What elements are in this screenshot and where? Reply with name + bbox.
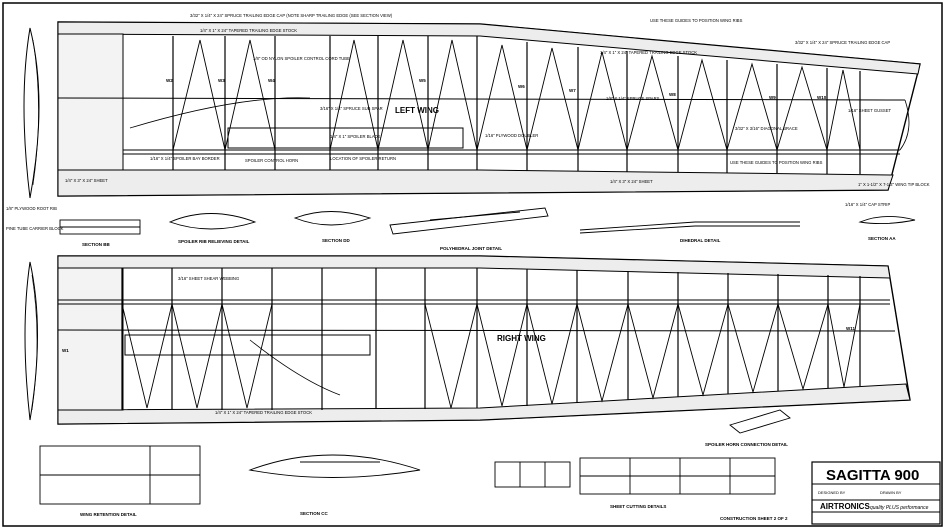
label-shear-webbing: 3/16" SHEET SHEAR WEBBING [178, 276, 239, 281]
title-polyhedral: POLYHEDRAL JOINT DETAIL [440, 246, 502, 251]
label-left-wing: LEFT WING [395, 106, 439, 115]
rib-numbers: W2 W3 W4 W5 W6 W7 W8 W9 W10 W1 W11 [62, 78, 856, 353]
title-section-bb: SECTION BB [82, 242, 111, 247]
label-tapered-stock-bottom: 1/4" X 1" X 24" TAPERED TRAILING EDGE ST… [215, 410, 312, 415]
label-guides-top: USE THESE GUIDES TO POSITION WING RIBS [650, 18, 743, 23]
left-wing-panel [57, 21, 921, 197]
rib-label-w9: W9 [769, 95, 776, 100]
title-dihedral: DIHEDRAL DETAIL [680, 238, 721, 243]
rib-label-w6: W6 [518, 84, 525, 89]
label-gusset: 1/16" SHEET GUSSET [848, 108, 892, 113]
title-section-aa: SECTION AA [868, 236, 896, 241]
label-spoiler-blade: 1/4" X 1" SPOILER BLADE [330, 134, 381, 139]
title-block-tagline: quality PLUS performance [870, 505, 929, 511]
label-root-rib: 1/8" PLYWOOD ROOT RIB [6, 206, 57, 211]
label-spoiler-horn: SPOILER CONTROL HORN [245, 158, 298, 163]
title-block-designed: DESIGNED BY [818, 490, 846, 495]
label-cap-strip: 1/16" X 1/4" CAP STRIP [845, 202, 890, 207]
title-section-dd: SECTION DD [322, 238, 351, 243]
label-spoiler-return: LOCATION OF SPOILER RETURN [330, 156, 396, 161]
left-wing-diagonals [172, 39, 861, 152]
right-spoiler-bay [124, 334, 371, 356]
title-block-name: SAGITTA 900 [826, 467, 919, 484]
right-wing-ribs [121, 268, 861, 410]
label-diagonal-brace: 3/32" X 3/16" DIAGONAL BRACE [735, 126, 798, 131]
rib-label-w5: W5 [419, 78, 426, 83]
title-block-brand: AIRTRONICS [820, 502, 870, 511]
rib-label-w11: W11 [846, 326, 856, 331]
label-le-stock-right: 1/4" X 3" X 24" SHEET [610, 179, 653, 184]
title-block-drawn: DRAWN BY [880, 490, 902, 495]
label-tube-carrier: PINE TUBE CARRIER BLOCK [6, 226, 64, 231]
label-te-cap-top: 3/32" X 1/4" X 24" SPRUCE TRAILING EDGE … [190, 13, 393, 18]
rib-label-w8: W8 [669, 92, 676, 97]
label-tip-block: 1" X 1-1/2" X 7-1/2" WING TIP BLOCK [858, 182, 930, 187]
right-wing-panel [57, 255, 911, 425]
label-le-stock-left: 1/4" X 3" X 24" SHEET [65, 178, 108, 183]
right-wing-diagonals [121, 302, 861, 409]
label-plywood-doubler: 1/16" PLYWOOD DOUBLER [485, 133, 538, 138]
root-rib-views [23, 27, 40, 421]
title-block: SAGITTA 900 DESIGNED BY DRAWN BY AIRTRON… [818, 467, 929, 511]
rib-label-w1: W1 [62, 348, 69, 353]
label-le-cap-top: 3/32" X 1/4" X 24" SPRUCE TRAILING EDGE … [795, 40, 890, 45]
label-nylon-tube: 1/8" OD NYLON SPOILER CONTROL CORD TUBE [253, 56, 350, 61]
rib-label-w10: W10 [817, 95, 827, 100]
rib-label-w2: W2 [166, 78, 173, 83]
rib-label-w3: W3 [218, 78, 225, 83]
label-sub-spar: 3/16" X 1/4" SPRUCE SUB SPAR [320, 106, 383, 111]
title-wing-retention: WING RETENTION DETAIL [80, 512, 137, 517]
label-spruce-spars: 1/8" X 1/4" SPRUCE SPARS [606, 96, 660, 101]
detail-band [59, 207, 916, 235]
title-construction-sheet: CONSTRUCTION SHEET 2 OF 2 [720, 516, 788, 521]
rib-label-w7: W7 [569, 88, 576, 93]
title-spoiler-horn: SPOILER HORN CONNECTION DETAIL [705, 442, 788, 447]
label-right-wing: RIGHT WING [497, 334, 546, 343]
label-tapered-stock-right: 1/4" X 1" X 24" TAPERED TRAILING EDGE ST… [600, 50, 697, 55]
rib-label-w4: W4 [268, 78, 275, 83]
label-te-stock-top: 1/4" X 1" X 24" TAPERED TRAILING EDGE ST… [200, 28, 297, 33]
bottom-details [39, 409, 941, 525]
label-spoiler-bay: 1/16" X 1/4" SPOILER BAY BORDER [150, 156, 220, 161]
title-sheet-cutting: SHEET CUTTING DETAILS [610, 504, 666, 509]
label-guides-mid: USE THESE GUIDES TO POSITION WING RIBS [730, 160, 823, 165]
title-spoiler-rib: SPOILER RIB RELIEVING DETAIL [178, 239, 250, 244]
title-section-cc: SECTION CC [300, 511, 329, 516]
left-spoiler-bay [227, 127, 464, 149]
